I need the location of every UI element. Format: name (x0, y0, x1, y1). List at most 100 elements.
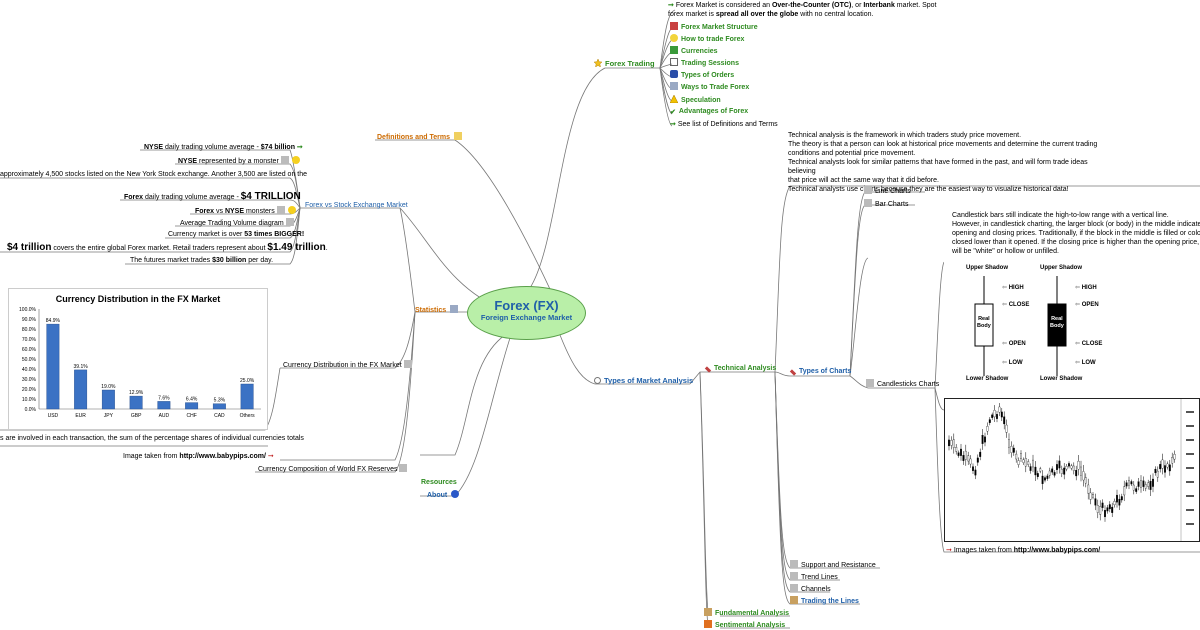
candle-body (1020, 453, 1022, 459)
subtopic-market-structure[interactable]: Forex Market Structure (670, 22, 758, 32)
text: HIGH (1008, 285, 1024, 291)
candle-body (1056, 464, 1058, 470)
candle-body (1041, 475, 1044, 484)
item-label: Trend Lines (801, 574, 838, 581)
arrow-left-icon: ⇐ (1002, 285, 1009, 291)
note-line: The theory is that a person can look at … (788, 141, 1098, 148)
candle-body (1036, 473, 1039, 477)
subtopic-sentimental-analysis[interactable]: Sentimental Analysis (704, 620, 785, 630)
bar-value-label: 7.6% (158, 395, 170, 401)
price-tick (1186, 439, 1194, 441)
calendar-icon (670, 58, 678, 66)
note-4-trillion: $4 trillion covers the entire global For… (7, 243, 328, 253)
checkmark-icon: ✔ (670, 109, 676, 116)
text: The futures market trades (130, 257, 213, 264)
text: daily trading volume average - (163, 144, 261, 151)
subtopic-speculation[interactable]: Speculation (669, 94, 721, 105)
item-support-resistance[interactable]: Support and Resistance (790, 560, 876, 570)
text: vs (214, 208, 225, 215)
attachment-icon (285, 218, 294, 226)
text: $1.49 trillion (267, 242, 326, 253)
y-tick-label: 70.0% (22, 337, 37, 343)
topic-forex-trading[interactable]: Forex Trading (593, 58, 655, 68)
topic-resources[interactable]: Resources (421, 479, 457, 486)
label-low: ⇐ LOW (1002, 359, 1023, 368)
item-line-charts[interactable]: Line Charts (864, 186, 911, 196)
subtopic-currencies[interactable]: Currencies (670, 46, 718, 56)
candle-body (1096, 505, 1099, 513)
item-bar-charts[interactable]: Bar Charts (864, 199, 908, 209)
image-credit-left[interactable]: Image taken from http://www.babypips.com… (123, 452, 274, 461)
note-line: Candlestick bars still indicate the high… (952, 212, 1169, 219)
candle-body (950, 440, 953, 446)
subtopic-fundamental-analysis[interactable]: Fundamental Analysis (704, 608, 789, 618)
candlestick-note: Candlestick bars still indicate the high… (952, 211, 1200, 256)
topic-currency-composition[interactable]: Currency Composition of World FX Reserve… (258, 464, 410, 474)
text: CLOSE (1081, 341, 1103, 347)
phone-icon (670, 70, 678, 78)
intro-text: , or (851, 2, 864, 9)
topic-types-market-analysis[interactable]: Types of Market Analysis (594, 376, 693, 385)
subtopic-ways-to-trade[interactable]: Ways to Trade Forex (670, 82, 749, 92)
central-topic[interactable]: Forex (FX) Foreign Exchange Market (467, 286, 586, 340)
candle-body (1070, 465, 1073, 469)
candle-body (1106, 507, 1109, 512)
topic-statistics[interactable]: Statistics (415, 305, 461, 315)
candle-body (1044, 477, 1046, 481)
subtopic-advantages[interactable]: ✔Advantages of Forex (670, 107, 748, 116)
note-nyse-monster: NYSE represented by a monster (178, 156, 303, 166)
candle-body (1154, 468, 1157, 474)
subtopic-trading-sessions[interactable]: Trading Sessions (670, 58, 739, 68)
topic-about[interactable]: About (427, 490, 462, 500)
candle-body (955, 447, 958, 452)
bar (101, 389, 115, 410)
candle-body (1092, 494, 1094, 498)
text: Forex (195, 208, 215, 215)
link-definitions-list[interactable]: ➞ See list of Definitions and Terms (670, 120, 778, 129)
link[interactable]: http://www.babypips.com/ (1013, 547, 1101, 554)
topic-forex-vs-stock[interactable]: Forex vs Stock Exchange Market (305, 201, 408, 210)
candle-body (1008, 439, 1010, 448)
item-trading-the-lines[interactable]: Trading the Lines (790, 596, 859, 606)
subtopic-types-of-charts[interactable]: Types of Charts (789, 367, 851, 376)
item-candlestick-charts[interactable]: Candlesticks Charts (866, 379, 939, 389)
bar (240, 383, 254, 410)
item-trend-lines[interactable]: Trend Lines (790, 572, 838, 582)
central-topic-title: Forex (FX) (494, 298, 559, 313)
attachment-icon (403, 360, 412, 368)
text: Image taken from (123, 453, 180, 460)
item-channels[interactable]: Channels (790, 584, 831, 594)
subtopic-label: Types of Orders (681, 72, 735, 79)
subtopic-technical-analysis[interactable]: Technical Analysis (704, 364, 776, 373)
image-credit-right[interactable]: ➞ Images taken from http://www.babypips.… (946, 546, 1100, 555)
subtopic-label: Ways to Trade Forex (681, 84, 750, 91)
label-high: ⇐ HIGH (1002, 284, 1024, 293)
link[interactable]: http://www.babypips.com/ (179, 453, 266, 460)
topic-definitions-terms[interactable]: Definitions and Terms (377, 132, 465, 142)
candle-body (1010, 446, 1013, 453)
bar-value-label: 84.9% (46, 318, 61, 324)
subtopic-label: Trading Sessions (681, 60, 739, 67)
note-line: conditions and potential price movement. (788, 150, 916, 157)
central-topic-subtitle: Foreign Exchange Market (480, 313, 573, 322)
candle-body (974, 469, 977, 476)
text: Images taken from (953, 547, 1014, 554)
subtopic-types-of-orders[interactable]: Types of Orders (670, 70, 734, 80)
attachment-icon (399, 464, 408, 472)
candle-body (1116, 494, 1118, 503)
candle-body (984, 436, 986, 443)
topic-currency-distribution[interactable]: Currency Distribution in the FX Market (283, 360, 415, 370)
candle-body (1104, 510, 1106, 518)
candle-body (1111, 506, 1114, 513)
text: 53 times BIGGER! (244, 231, 305, 238)
candle-body (998, 406, 1001, 413)
topic-label: Forex vs Stock Exchange Market (305, 202, 408, 209)
attachment-icon (280, 156, 289, 164)
bottle-icon (790, 596, 798, 604)
candle-body (1094, 498, 1097, 506)
subtopic-how-to-trade[interactable]: How to trade Forex (670, 34, 744, 44)
candle-body (1140, 480, 1142, 488)
